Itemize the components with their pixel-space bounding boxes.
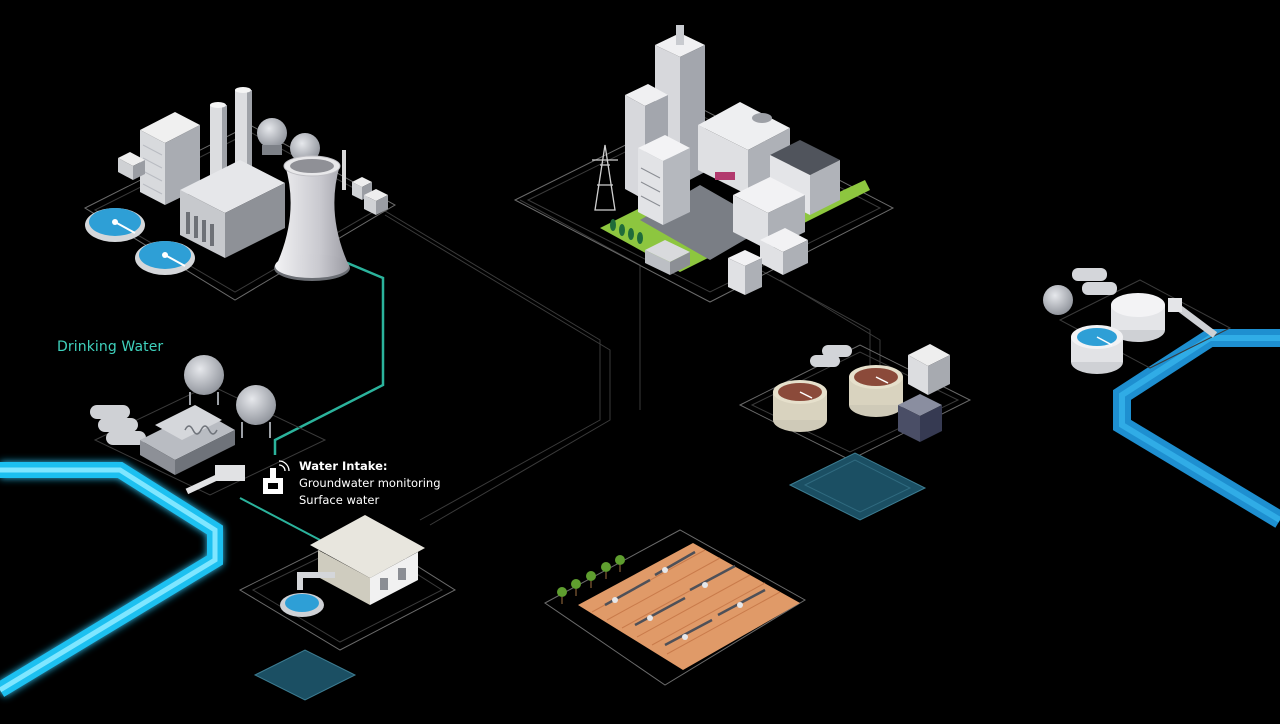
drinking-water-label: Drinking Water	[57, 339, 164, 355]
city-district	[513, 25, 895, 303]
water-treatment-plant	[90, 355, 327, 496]
pump-house	[238, 515, 457, 701]
wastewater-plant	[738, 344, 972, 521]
river-intake-plant	[1043, 268, 1232, 374]
power-plant	[83, 87, 397, 301]
intake-pipe	[239, 497, 321, 541]
water-intake-label: Water Intake: Groundwater monitoring Sur…	[299, 458, 441, 509]
wifi-sensor-icon	[263, 460, 290, 494]
farm-field	[544, 529, 806, 686]
water-intake-title: Water Intake:	[299, 459, 388, 473]
river-right	[1113, 329, 1280, 528]
drinking-water-pipe	[273, 260, 385, 455]
tree-row	[557, 555, 625, 597]
water-intake-line-groundwater: Groundwater monitoring	[299, 476, 441, 490]
river-left	[0, 462, 223, 697]
clarifier-basins	[85, 208, 195, 275]
water-intake-line-surface: Surface water	[299, 493, 380, 507]
